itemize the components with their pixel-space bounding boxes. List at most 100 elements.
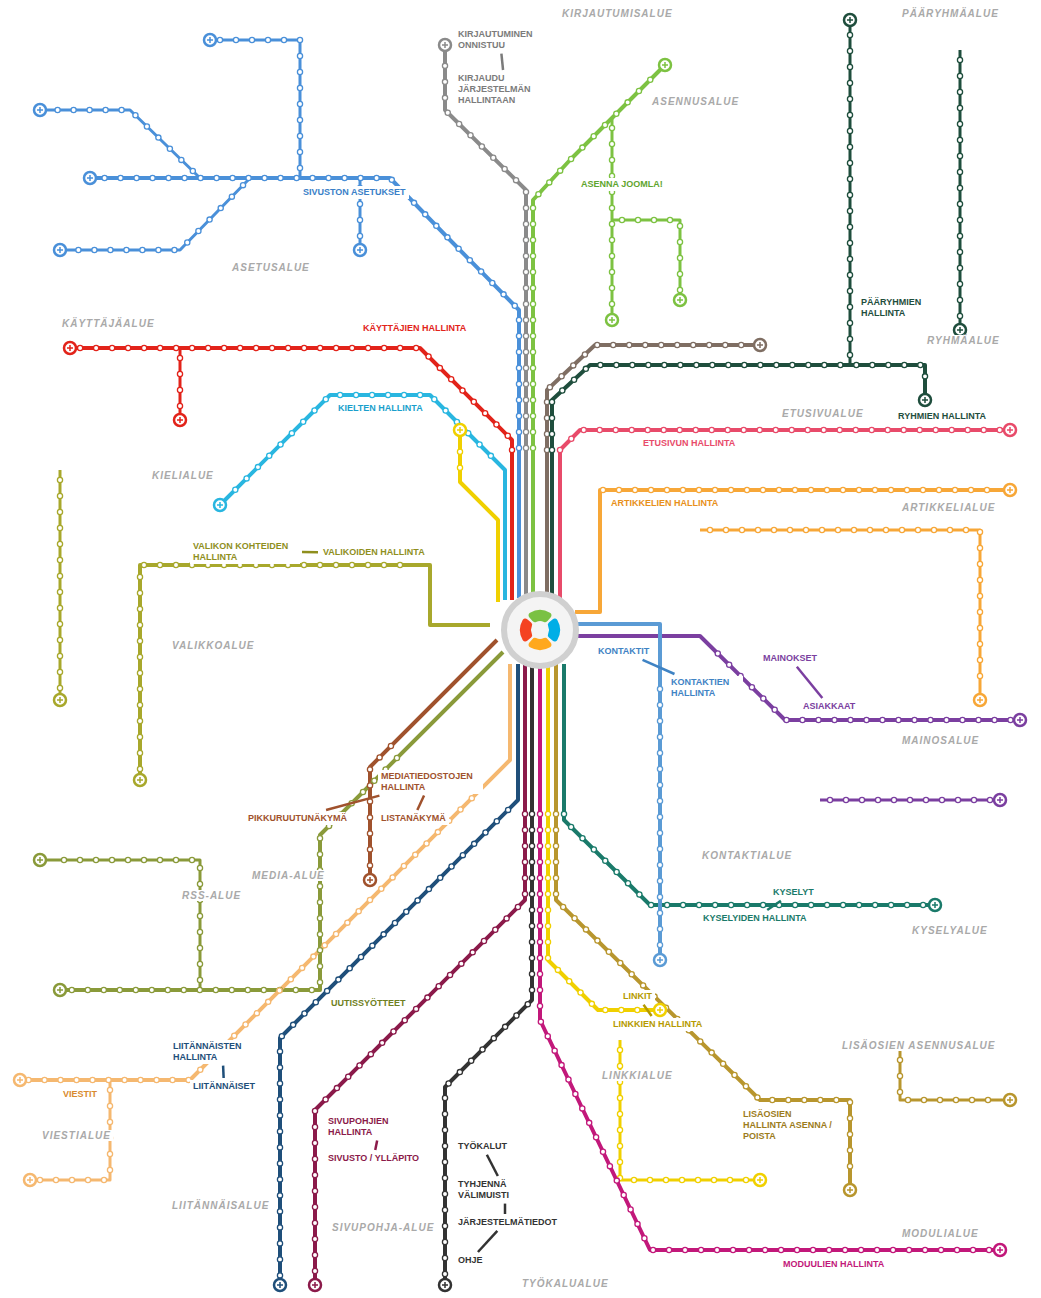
station-dot bbox=[377, 755, 382, 760]
terminal-mark bbox=[207, 37, 213, 43]
station-dot bbox=[185, 240, 190, 245]
station-dot bbox=[583, 366, 588, 371]
station-dot bbox=[442, 1095, 447, 1100]
station-label: LIITÄNNÄISTEN HALLINTA bbox=[173, 1041, 272, 1063]
station-dot bbox=[559, 374, 564, 379]
station-name: VALIKON KOHTEIDEN HALLINTA bbox=[190, 540, 300, 564]
station-label: KONTAKTIEN HALLINTA bbox=[671, 677, 740, 699]
station-dot bbox=[529, 955, 534, 960]
station-dot bbox=[549, 431, 554, 436]
station-dot bbox=[847, 320, 852, 325]
station-dot bbox=[381, 932, 386, 937]
station-dot bbox=[442, 95, 447, 100]
station-dot bbox=[471, 399, 476, 404]
area-name: ARTIKKELIALUE bbox=[900, 502, 997, 513]
station-dot bbox=[883, 527, 888, 532]
station-name: RYHMIEN HALLINTA bbox=[895, 410, 989, 423]
station-dot bbox=[137, 622, 142, 627]
station-dot bbox=[657, 910, 662, 915]
station-dot bbox=[667, 217, 672, 222]
station-dot bbox=[245, 987, 250, 992]
station-dot bbox=[629, 427, 634, 432]
station-dot bbox=[435, 830, 440, 835]
station-dot bbox=[905, 1097, 910, 1102]
station-dot bbox=[57, 509, 62, 514]
station-dot bbox=[523, 445, 528, 450]
station-dot bbox=[447, 972, 452, 977]
station-dot bbox=[312, 1268, 317, 1273]
station-dot bbox=[650, 1247, 655, 1252]
station-dot bbox=[217, 37, 222, 42]
branch-connector bbox=[478, 1231, 497, 1252]
station-dot bbox=[547, 180, 552, 185]
station-dot bbox=[530, 269, 535, 274]
station-dot bbox=[619, 217, 624, 222]
station-dot bbox=[397, 562, 402, 567]
station-dot bbox=[642, 1236, 647, 1241]
station-dot bbox=[635, 1007, 640, 1012]
station-dot bbox=[255, 464, 260, 469]
station-label: UUTISSYÖTTEET bbox=[331, 998, 406, 1009]
station-dot bbox=[944, 717, 949, 722]
station-dot bbox=[522, 843, 527, 848]
station-dot bbox=[265, 37, 270, 42]
station-dot bbox=[504, 916, 509, 921]
station-label: OHJE bbox=[458, 1255, 483, 1266]
station-dot bbox=[102, 175, 107, 180]
station-dot bbox=[609, 269, 614, 274]
terminal-station bbox=[606, 314, 618, 326]
station-dot bbox=[262, 175, 267, 180]
station-dot bbox=[643, 342, 648, 347]
station-dot bbox=[317, 932, 322, 937]
branch-connector bbox=[326, 796, 379, 810]
terminal-station bbox=[844, 14, 856, 26]
station-dot bbox=[824, 902, 829, 907]
station-dot bbox=[415, 898, 420, 903]
station-label: MODUULIEN HALLINTA bbox=[783, 1259, 884, 1270]
station-name: LIITÄNNÄISET bbox=[190, 1080, 258, 1093]
station-dot bbox=[695, 1177, 700, 1182]
station-dot bbox=[167, 146, 172, 151]
terminal-station bbox=[1004, 1094, 1016, 1106]
terminal-mark bbox=[57, 987, 63, 993]
station-dot bbox=[732, 1072, 737, 1077]
station-dot bbox=[648, 77, 653, 82]
station-dot bbox=[436, 984, 441, 989]
station-dot bbox=[614, 362, 619, 367]
station-dot bbox=[57, 685, 62, 690]
terminal-station bbox=[754, 339, 766, 351]
station-dot bbox=[513, 178, 518, 183]
station-name: MODUULIEN HALLINTA bbox=[780, 1258, 887, 1271]
station-dot bbox=[57, 605, 62, 610]
station-dot bbox=[939, 797, 944, 802]
station-dot bbox=[657, 862, 662, 867]
station-dot bbox=[977, 641, 982, 646]
station-name: KIRJAUTUMINEN ONNISTUU bbox=[455, 28, 545, 52]
station-dot bbox=[723, 342, 728, 347]
station-name: ASENNA JOOMLA! bbox=[578, 178, 666, 191]
station-dot bbox=[827, 797, 832, 802]
station-dot bbox=[389, 177, 394, 182]
station-dot bbox=[915, 527, 920, 532]
area-name: KIRJAUTUMISALUE bbox=[560, 8, 675, 19]
station-dot bbox=[613, 427, 618, 432]
station-dot bbox=[197, 913, 202, 918]
station-dot bbox=[614, 111, 619, 116]
station-dot bbox=[232, 1033, 237, 1038]
station-dot bbox=[57, 621, 62, 626]
station-dot bbox=[336, 977, 341, 982]
station-dot bbox=[417, 392, 422, 397]
station-dot bbox=[297, 149, 302, 154]
station-dot bbox=[312, 1252, 317, 1257]
station-dot bbox=[525, 1002, 530, 1007]
station-label: MEDIATIEDOSTOJEN HALLINTA bbox=[381, 771, 480, 793]
station-dot bbox=[843, 797, 848, 802]
station-dot bbox=[137, 718, 142, 723]
station-dot bbox=[69, 1177, 74, 1182]
station-dot bbox=[784, 717, 789, 722]
station-label: TYHJENNÄ VÄLIMUISTI bbox=[458, 1179, 552, 1201]
station-dot bbox=[57, 669, 62, 674]
station-dot bbox=[301, 562, 306, 567]
station-dot bbox=[342, 175, 347, 180]
station-dot bbox=[222, 345, 227, 350]
